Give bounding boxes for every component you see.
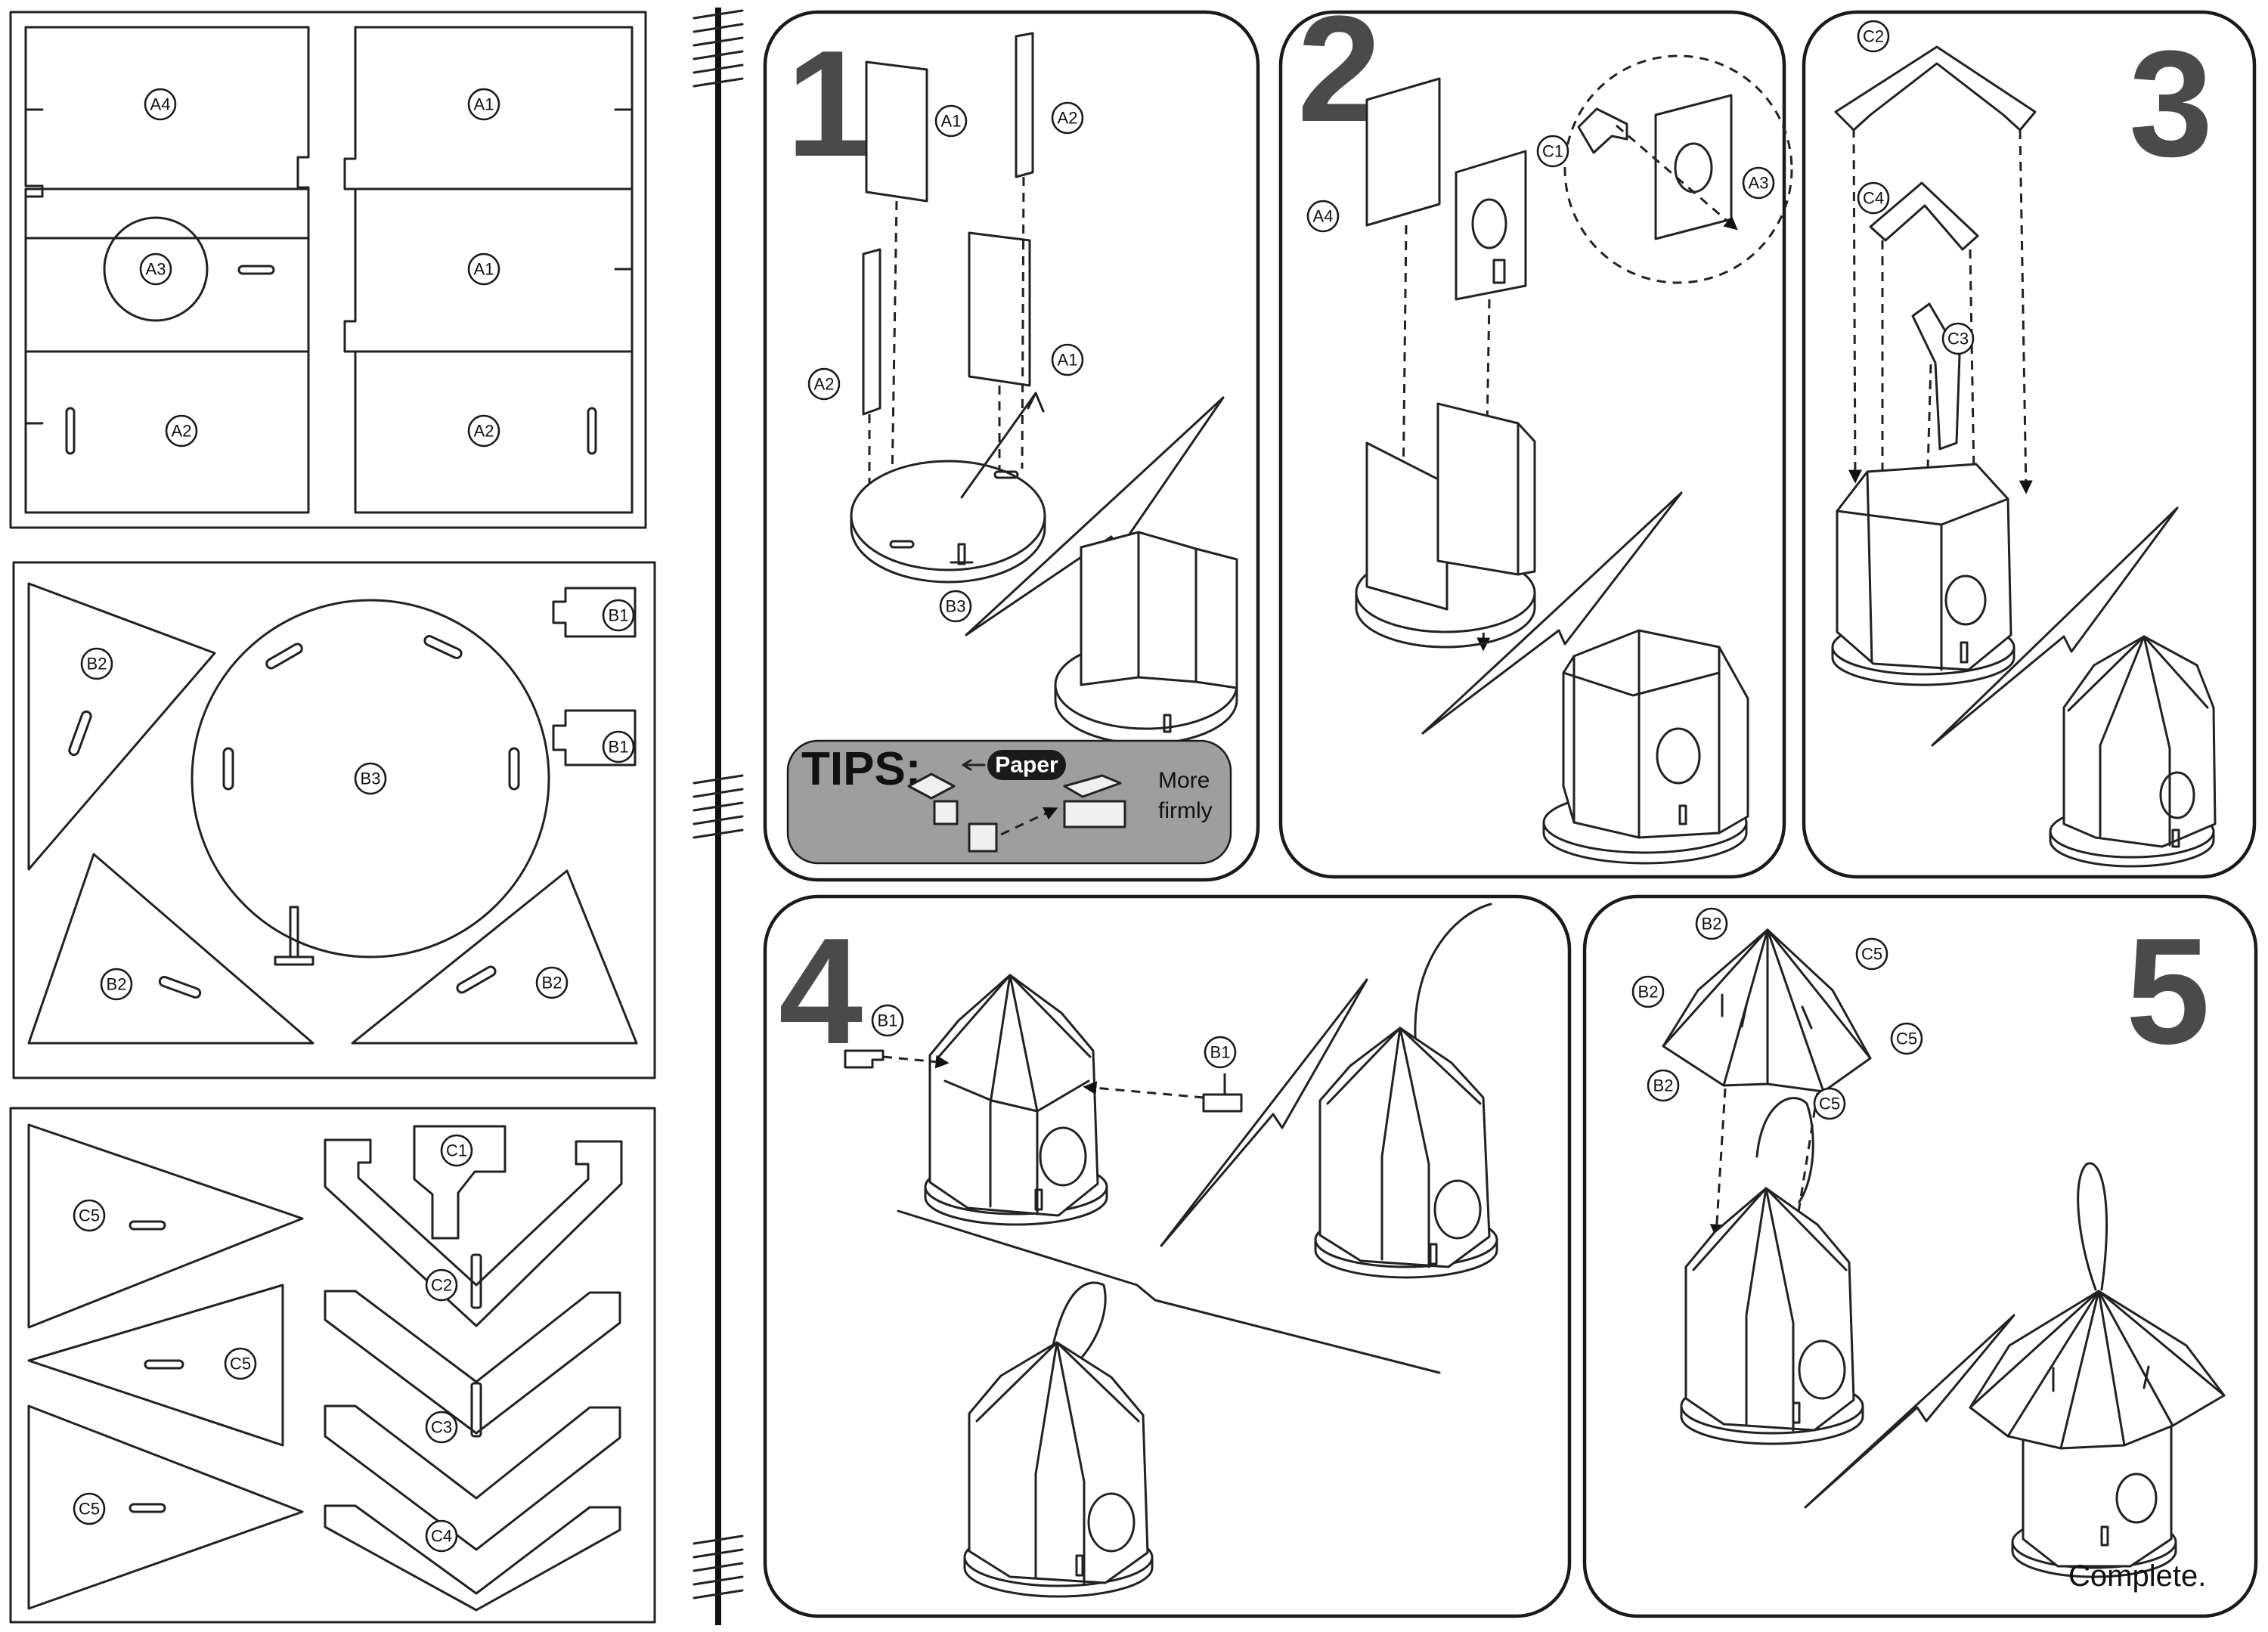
part-tag-a1: A1 bbox=[467, 252, 500, 286]
part-tag-c5: C5 bbox=[1855, 937, 1888, 971]
svg-text:C3: C3 bbox=[1947, 330, 1969, 348]
part-tag-c5: C5 bbox=[1890, 1022, 1923, 1055]
part-tag-a2: A2 bbox=[467, 414, 500, 447]
svg-text:C1: C1 bbox=[1542, 142, 1563, 161]
part-tag-a2: A2 bbox=[165, 414, 198, 447]
svg-text:B1: B1 bbox=[609, 606, 629, 625]
svg-text:B2: B2 bbox=[1702, 915, 1722, 934]
part-tag-a1: A1 bbox=[1051, 343, 1084, 376]
part-tag-c4: C4 bbox=[1857, 181, 1890, 215]
svg-text:C4: C4 bbox=[1863, 189, 1884, 208]
tips-box: TIPS: Paper More firmly bbox=[786, 739, 1232, 865]
part-tag-b3: B3 bbox=[939, 590, 972, 623]
part-tag-b1: B1 bbox=[1204, 1036, 1237, 1069]
svg-text:B2: B2 bbox=[87, 655, 107, 674]
part-tag-a2: A2 bbox=[1051, 101, 1084, 135]
svg-text:B1: B1 bbox=[609, 738, 629, 757]
svg-text:A2: A2 bbox=[474, 422, 494, 441]
svg-text:B2: B2 bbox=[542, 974, 562, 993]
tips-more: More bbox=[1158, 768, 1210, 793]
part-tag-c4: C4 bbox=[425, 1519, 458, 1553]
svg-text:B3: B3 bbox=[361, 770, 381, 788]
step-1-illustration bbox=[850, 32, 1238, 745]
svg-text:A4: A4 bbox=[150, 95, 171, 114]
part-tag-a1: A1 bbox=[467, 88, 500, 121]
step-2-illustration bbox=[1355, 54, 1793, 865]
tips-firmly: firmly bbox=[1158, 798, 1213, 823]
tips-title: TIPS: bbox=[801, 743, 921, 795]
part-tag-a3: A3 bbox=[139, 252, 172, 286]
part-tag-a4: A4 bbox=[144, 88, 177, 121]
part-tag-c2: C2 bbox=[1857, 20, 1890, 53]
part-tag-b1: B1 bbox=[602, 599, 635, 632]
part-tag-a1: A1 bbox=[934, 104, 968, 138]
svg-text:C5: C5 bbox=[79, 1206, 100, 1225]
svg-text:A2: A2 bbox=[814, 375, 835, 394]
part-tag-b2: B2 bbox=[1695, 907, 1728, 940]
svg-text:B2: B2 bbox=[1638, 983, 1659, 1002]
part-tag-c2: C2 bbox=[425, 1268, 458, 1302]
svg-text:A4: A4 bbox=[1313, 207, 1334, 226]
part-tag-b2: B2 bbox=[1631, 975, 1665, 1008]
svg-text:B1: B1 bbox=[878, 1011, 898, 1030]
part-tag-c3: C3 bbox=[425, 1411, 458, 1444]
svg-text:B3: B3 bbox=[946, 597, 966, 616]
parts-sheet-c bbox=[9, 1107, 656, 1624]
step-3-number: 3 bbox=[2129, 20, 2213, 188]
svg-text:A2: A2 bbox=[172, 422, 192, 441]
step-1-number: 1 bbox=[786, 20, 870, 188]
complete-label: Complete. bbox=[2068, 1559, 2206, 1593]
part-tag-a3: A3 bbox=[1742, 166, 1775, 200]
part-tag-b2: B2 bbox=[100, 968, 133, 1001]
parts-sheet-a bbox=[9, 11, 647, 529]
svg-text:A1: A1 bbox=[941, 112, 962, 131]
step-5-illustration: Complete. bbox=[1662, 928, 2226, 1593]
svg-text:C3: C3 bbox=[431, 1418, 452, 1437]
part-tag-a4: A4 bbox=[1306, 200, 1340, 233]
step-5-number: 5 bbox=[2126, 907, 2210, 1076]
part-tag-c5: C5 bbox=[73, 1199, 106, 1232]
svg-text:A2: A2 bbox=[1058, 109, 1078, 128]
part-tag-b2: B2 bbox=[535, 966, 569, 999]
part-tag-b1: B1 bbox=[602, 730, 635, 763]
part-tag-c1: C1 bbox=[1536, 135, 1569, 168]
svg-text:A3: A3 bbox=[1749, 174, 1769, 193]
svg-text:A1: A1 bbox=[1058, 351, 1078, 370]
svg-text:C2: C2 bbox=[431, 1276, 452, 1295]
part-tag-b2: B2 bbox=[1647, 1069, 1680, 1102]
svg-text:C5: C5 bbox=[1819, 1095, 1840, 1113]
svg-text:C1: C1 bbox=[446, 1141, 467, 1160]
part-tag-c5: C5 bbox=[224, 1347, 257, 1380]
svg-text:A1: A1 bbox=[474, 260, 494, 279]
tips-paper-badge: Paper bbox=[995, 753, 1058, 778]
part-tag-c5: C5 bbox=[73, 1492, 106, 1525]
svg-text:A1: A1 bbox=[474, 95, 494, 114]
step-4-number: 4 bbox=[779, 907, 863, 1076]
svg-text:B1: B1 bbox=[1210, 1043, 1231, 1062]
step-4-illustration bbox=[844, 903, 1498, 1598]
svg-text:C5: C5 bbox=[1861, 945, 1882, 964]
part-tag-b2: B2 bbox=[80, 647, 113, 680]
svg-text:B2: B2 bbox=[107, 975, 127, 994]
part-tag-c1: C1 bbox=[440, 1134, 473, 1167]
svg-text:C5: C5 bbox=[79, 1500, 100, 1519]
svg-text:C5: C5 bbox=[230, 1355, 251, 1373]
part-tag-c5: C5 bbox=[1813, 1087, 1846, 1120]
svg-text:C5: C5 bbox=[1896, 1030, 1917, 1048]
step-3-illustration bbox=[1831, 45, 2217, 868]
column-divider bbox=[692, 8, 744, 1625]
parts-sheet-b bbox=[12, 561, 656, 1079]
part-tag-b1: B1 bbox=[871, 1004, 904, 1037]
part-tag-c3: C3 bbox=[1941, 322, 1975, 355]
svg-text:C4: C4 bbox=[431, 1527, 452, 1546]
part-tag-b3: B3 bbox=[354, 762, 387, 795]
svg-text:B2: B2 bbox=[1653, 1076, 1674, 1095]
svg-text:C2: C2 bbox=[1863, 27, 1884, 46]
svg-text:A3: A3 bbox=[146, 260, 166, 279]
part-tag-a2: A2 bbox=[807, 367, 841, 401]
